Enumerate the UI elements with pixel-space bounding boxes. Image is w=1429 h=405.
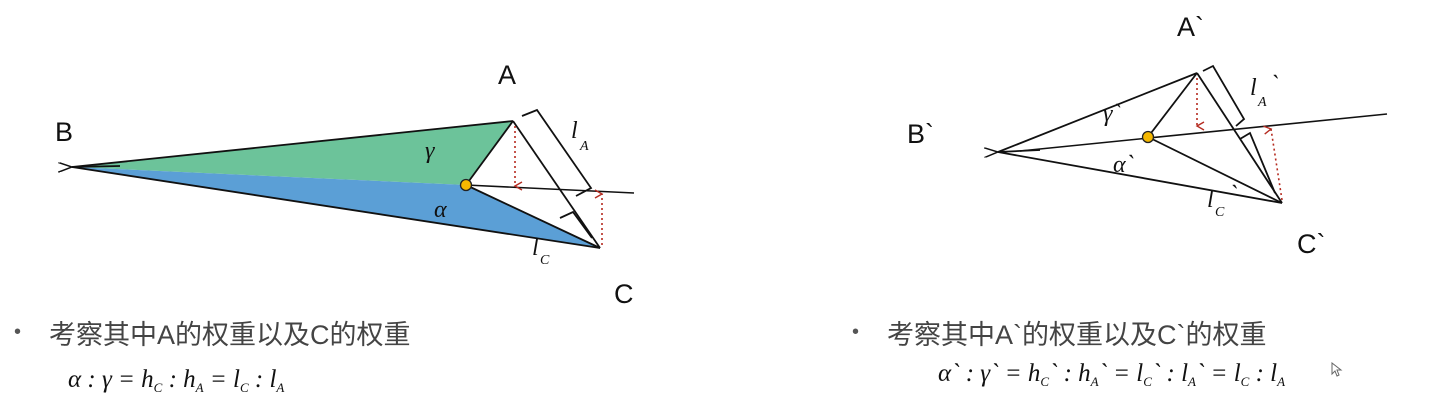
edge-ab	[997, 72, 1198, 153]
right-diagram: A` B` C` γ` α` l A ` l C `	[907, 12, 1388, 259]
right-bullet: • 考察其中A`的权重以及C`的权重	[852, 313, 1267, 352]
bracket-lc	[1239, 131, 1276, 194]
bracket-la	[1202, 64, 1246, 127]
weight-point	[1141, 130, 1155, 144]
svg-text:A: A	[579, 139, 589, 154]
svg-text:`: `	[1229, 182, 1237, 208]
edge-ap	[465, 120, 514, 186]
length-label-lc: l C `	[1207, 182, 1237, 220]
angle-label-alpha: α	[434, 197, 447, 223]
svg-text:C: C	[540, 253, 550, 268]
svg-text:A: A	[1257, 95, 1267, 110]
arrow-to-b	[998, 150, 1041, 152]
bracket-lc	[559, 210, 593, 239]
left-diagram: A B C γ α l A l C	[55, 60, 635, 309]
angle-label-gamma: γ`	[1103, 101, 1120, 127]
vertex-label-b: B`	[907, 119, 934, 149]
right-formula: α` : γ` = hC` : hA` = lC` : lA` = lC : l…	[938, 360, 1286, 389]
arrow-to-b	[72, 166, 121, 167]
bp-line	[465, 184, 635, 194]
weight-point	[459, 178, 473, 192]
svg-text:l: l	[1250, 75, 1257, 101]
edge-pc	[1147, 136, 1283, 204]
bullet-dot: •	[852, 321, 860, 343]
svg-text:l: l	[571, 118, 578, 144]
right-bullet-text: 考察其中A`的权重以及C`的权重	[887, 320, 1267, 350]
edge-bc	[997, 151, 1283, 204]
vertex-label-b: B	[55, 117, 73, 147]
svg-text:C: C	[1215, 205, 1225, 220]
vertex-label-a: A	[498, 60, 516, 90]
gamma-region	[72, 121, 513, 185]
height-hc	[1263, 125, 1283, 201]
svg-text:`: `	[1270, 72, 1278, 98]
edge-ac	[512, 120, 601, 249]
edge-bc	[71, 166, 601, 249]
vertex-label-a: A`	[1177, 12, 1204, 42]
svg-text:l: l	[532, 235, 539, 261]
edge-pc	[465, 184, 601, 249]
length-label-lc: l C	[532, 235, 550, 268]
angle-label-alpha: α`	[1113, 152, 1134, 178]
left-bullet: • 考察其中A的权重以及C的权重	[14, 313, 411, 352]
edge-ap	[1147, 72, 1198, 138]
edge-ab	[71, 120, 514, 168]
length-label-la: l A `	[1250, 72, 1278, 110]
left-bullet-text: 考察其中A的权重以及C的权重	[49, 320, 411, 350]
vertex-label-c: C`	[1297, 229, 1326, 259]
bp-line	[1019, 113, 1388, 152]
bracket-la	[521, 108, 593, 197]
length-label-la: l A	[571, 118, 589, 154]
left-formula: α : γ = hC : hA = lC : lA	[68, 366, 285, 395]
mouse-pointer-icon	[1331, 362, 1343, 377]
bullet-dot: •	[14, 321, 22, 343]
vertex-label-c: C	[614, 279, 634, 309]
angle-label-gamma: γ	[425, 138, 435, 164]
edge-ac	[1196, 72, 1283, 204]
svg-text:l: l	[1207, 187, 1214, 213]
